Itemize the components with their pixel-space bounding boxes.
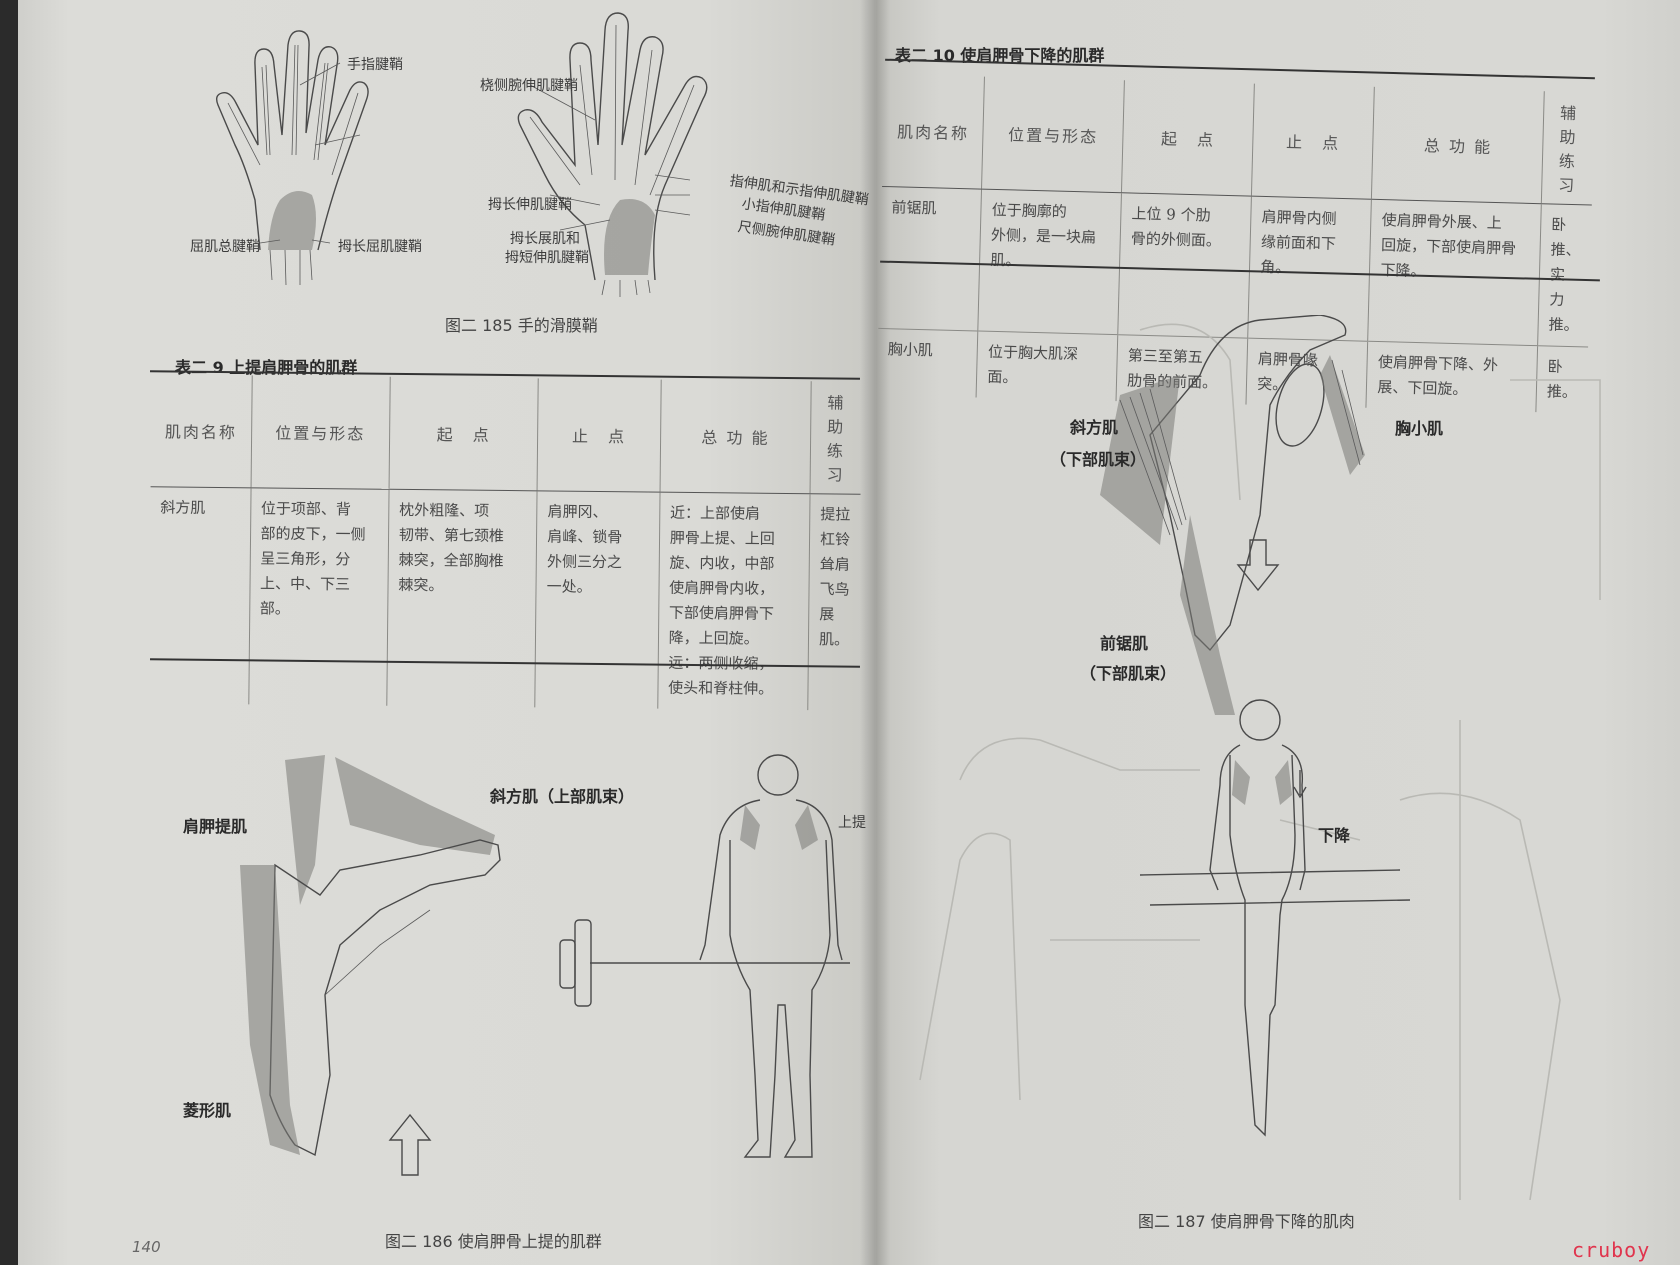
- bleed-through-shadows: [919, 323, 1601, 1200]
- cell-line: 近：上部使肩: [669, 503, 761, 523]
- figure-186-caption: 图二 186 使肩胛骨上提的肌群: [385, 1232, 602, 1251]
- table-cell: 位于项部、背部的皮下，一侧呈三角形，分上、中、下三部。: [248, 487, 389, 706]
- cell-line: 下降。: [1380, 261, 1426, 281]
- cell-line: 上、中、下三部。: [259, 574, 351, 618]
- cell-line: 下部使肩胛骨下: [668, 603, 775, 623]
- figure-187-caption: 图二 187 使肩胛骨下降的肌肉: [1138, 1212, 1355, 1231]
- scapula-depression-illustration: [1100, 315, 1411, 1137]
- label-depress: 下降: [1318, 826, 1351, 845]
- cell-line: 肩胛冈、: [547, 502, 608, 522]
- cell-line: 肌。: [990, 250, 1021, 270]
- cell-line: 韧带、第七颈椎: [398, 525, 505, 545]
- label-radial-extensor-sheath: 桡侧腕伸肌腱鞘: [480, 78, 578, 94]
- cell-line: 肩胛骨内侧: [1261, 207, 1337, 228]
- cell-line: 肩峰、锁骨: [547, 527, 623, 547]
- cell-line: 部的皮下，一侧: [260, 524, 366, 544]
- cell-line: 斜方肌: [160, 498, 206, 517]
- cell-line: 棘突。: [398, 575, 444, 595]
- label-lower-fibers-2: （下部肌束）: [1080, 664, 1177, 683]
- table-cell: 近：上部使肩胛骨上提、上回旋、内收，中部使肩胛骨内收， 下部使肩胛骨下降，上回旋。…: [657, 492, 811, 711]
- table-10-header: 辅助练习: [1541, 91, 1595, 206]
- label-extensor-pollicis-brevis: 拇短伸肌腱鞘: [505, 250, 589, 266]
- label-abductor-pollicis: 拇长展肌和: [510, 231, 580, 247]
- palm-hand-drawing: [215, 30, 369, 286]
- book-gutter: [860, 0, 890, 1265]
- up-arrow-icon: [388, 1113, 432, 1176]
- table-cell: 提拉杠铃耸肩飞鸟展肌。: [807, 493, 861, 711]
- label-finger-sheath: 手指腱鞘: [347, 57, 403, 73]
- cell-line: 旋、内收，中部: [669, 553, 775, 573]
- cell-line: 呈三角形，分: [260, 549, 351, 569]
- scapula-elevation-illustration: [240, 754, 850, 1176]
- cell-line: 使肩胛骨内收，: [669, 578, 775, 598]
- cell-line: 外侧三分之: [546, 552, 623, 572]
- label-elevate: 上提: [838, 815, 866, 831]
- scapula-pectoralis-drawing: [1100, 315, 1365, 715]
- cell-line: 降，上回旋。: [668, 628, 759, 648]
- dorsal-hand-drawing: [517, 12, 708, 297]
- table-10-header: 止 点: [1251, 83, 1375, 200]
- cell-line: 位于项部、背: [260, 499, 351, 519]
- table-9-header: 辅助练习: [810, 381, 862, 495]
- cell-line: 飞鸟展肌。: [818, 580, 850, 649]
- table-cell: 斜方肌: [148, 487, 250, 705]
- label-trapezius-lower: 斜方肌: [1070, 418, 1119, 437]
- right-page: [876, 0, 1680, 1265]
- cell-line: 提拉杠铃耸肩: [819, 505, 851, 574]
- table-10-header: 总 功 能: [1371, 86, 1545, 204]
- table-row: 斜方肌位于项部、背部的皮下，一侧呈三角形，分上、中、下三部。枕外粗隆、项韧带、第…: [148, 487, 861, 711]
- cell-line: 使肩胛骨外展、上: [1381, 211, 1502, 233]
- book-edge: [0, 0, 18, 1265]
- label-common-flexor-sheath: 屈肌总腱鞘: [190, 239, 260, 255]
- table-10-header: 肌肉名称: [882, 74, 985, 190]
- table-10-header: 起 点: [1121, 80, 1255, 197]
- cell-line: 外侧，是一块扁: [990, 225, 1097, 247]
- table-9-header: 止 点: [537, 378, 661, 493]
- cell-line: 位于胸廓的: [991, 200, 1067, 221]
- label-levator-scapulae: 肩胛提肌: [183, 817, 248, 836]
- down-arrow-icon: [1236, 539, 1280, 592]
- page-number: 140: [132, 1238, 161, 1256]
- cell-line: 上位 9 个肋: [1131, 204, 1211, 225]
- cell-line: 使头和脊柱伸。: [668, 678, 774, 698]
- label-extensor-pollicis-longus-sheath: 拇长伸肌腱鞘: [488, 197, 572, 213]
- label-pectoralis-minor: 胸小肌: [1395, 419, 1444, 438]
- table-10-header: 位置与形态: [981, 76, 1125, 193]
- table-9-header: 肌肉名称: [150, 374, 252, 488]
- label-rhomboid: 菱形肌: [183, 1101, 232, 1120]
- table-9-header: 起 点: [388, 376, 539, 491]
- cell-line: 棘突，全部胸椎: [398, 550, 504, 570]
- scapula-drawing: [240, 755, 501, 1157]
- barbell-shrug-figure: [559, 754, 850, 1158]
- cell-line: 卧推、实: [1549, 215, 1581, 284]
- watermark: cruboy: [1572, 1238, 1651, 1262]
- hand-synovial-sheath-illustration: [215, 12, 708, 297]
- cell-line: 前锯肌: [891, 198, 937, 218]
- label-lower-fibers-1: （下部肌束）: [1050, 450, 1147, 469]
- figure-185-caption: 图二 185 手的滑膜鞘: [445, 316, 598, 335]
- parallel-bar-dip-figure: [1139, 699, 1411, 1137]
- table-cell: 肩胛冈、肩峰、锁骨外侧三分之一处。: [534, 490, 660, 709]
- cell-line: 骨的外侧面。: [1130, 229, 1222, 250]
- cell-line: 一处。: [546, 577, 592, 596]
- label-flexor-pollicis-sheath: 拇长屈肌腱鞘: [338, 239, 422, 255]
- cell-line: 回旋，下部使肩胛骨: [1380, 236, 1517, 258]
- table-9-header: 位置与形态: [250, 375, 391, 490]
- cell-line: 角。: [1260, 257, 1291, 277]
- table-9-header: 总 功 能: [659, 379, 812, 494]
- cell-line: 枕外粗隆、项: [399, 500, 490, 520]
- label-trapezius-upper: 斜方肌（上部肌束）: [490, 787, 635, 806]
- cell-line: 缘前面和下: [1260, 232, 1337, 253]
- label-serratus-anterior: 前锯肌: [1100, 634, 1149, 653]
- table-cell: 枕外粗隆、项韧带、第七颈椎棘突，全部胸椎棘突。: [386, 489, 538, 708]
- left-page: [18, 0, 876, 1265]
- cell-line: 胛骨上提、上回: [669, 528, 775, 548]
- down-small-arrow-icon: [1293, 770, 1307, 799]
